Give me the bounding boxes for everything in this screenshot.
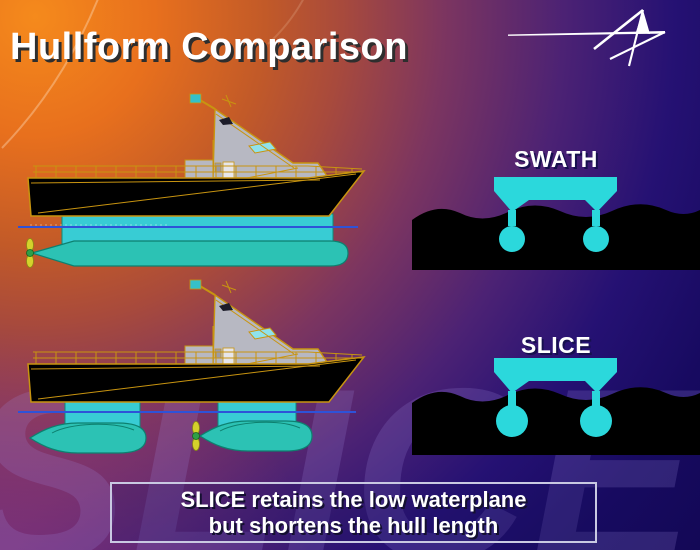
caption-box: SLICE retains the low waterplane but sho… — [110, 482, 597, 543]
propeller-icon — [192, 421, 200, 451]
slice-forward-pod — [28, 422, 147, 454]
swath-strut-section — [61, 213, 334, 245]
swath-lower-hull — [29, 240, 349, 267]
swath-cross-section — [412, 177, 700, 270]
caption-line-1: SLICE retains the low waterplane — [180, 486, 527, 512]
water-silhouette — [412, 204, 700, 270]
slide-title: Hullform Comparison — [10, 26, 408, 68]
slice-cross-section — [412, 358, 700, 455]
swath-panel-label: SWATH — [514, 146, 598, 172]
water-silhouette — [412, 387, 700, 455]
background-arcs — [1, 0, 304, 149]
propeller-icon — [26, 238, 34, 268]
slice-ship-illustration — [18, 279, 365, 454]
slice-hull-section — [494, 358, 617, 437]
swath-hull-section — [494, 177, 617, 252]
lockheed-star-icon — [508, 8, 666, 67]
slice-aft-pod — [198, 420, 313, 452]
slice-panel-label: SLICE — [520, 332, 592, 358]
caption-line-2: but shortens the hull length — [208, 512, 499, 538]
swath-ship-illustration — [18, 93, 365, 268]
